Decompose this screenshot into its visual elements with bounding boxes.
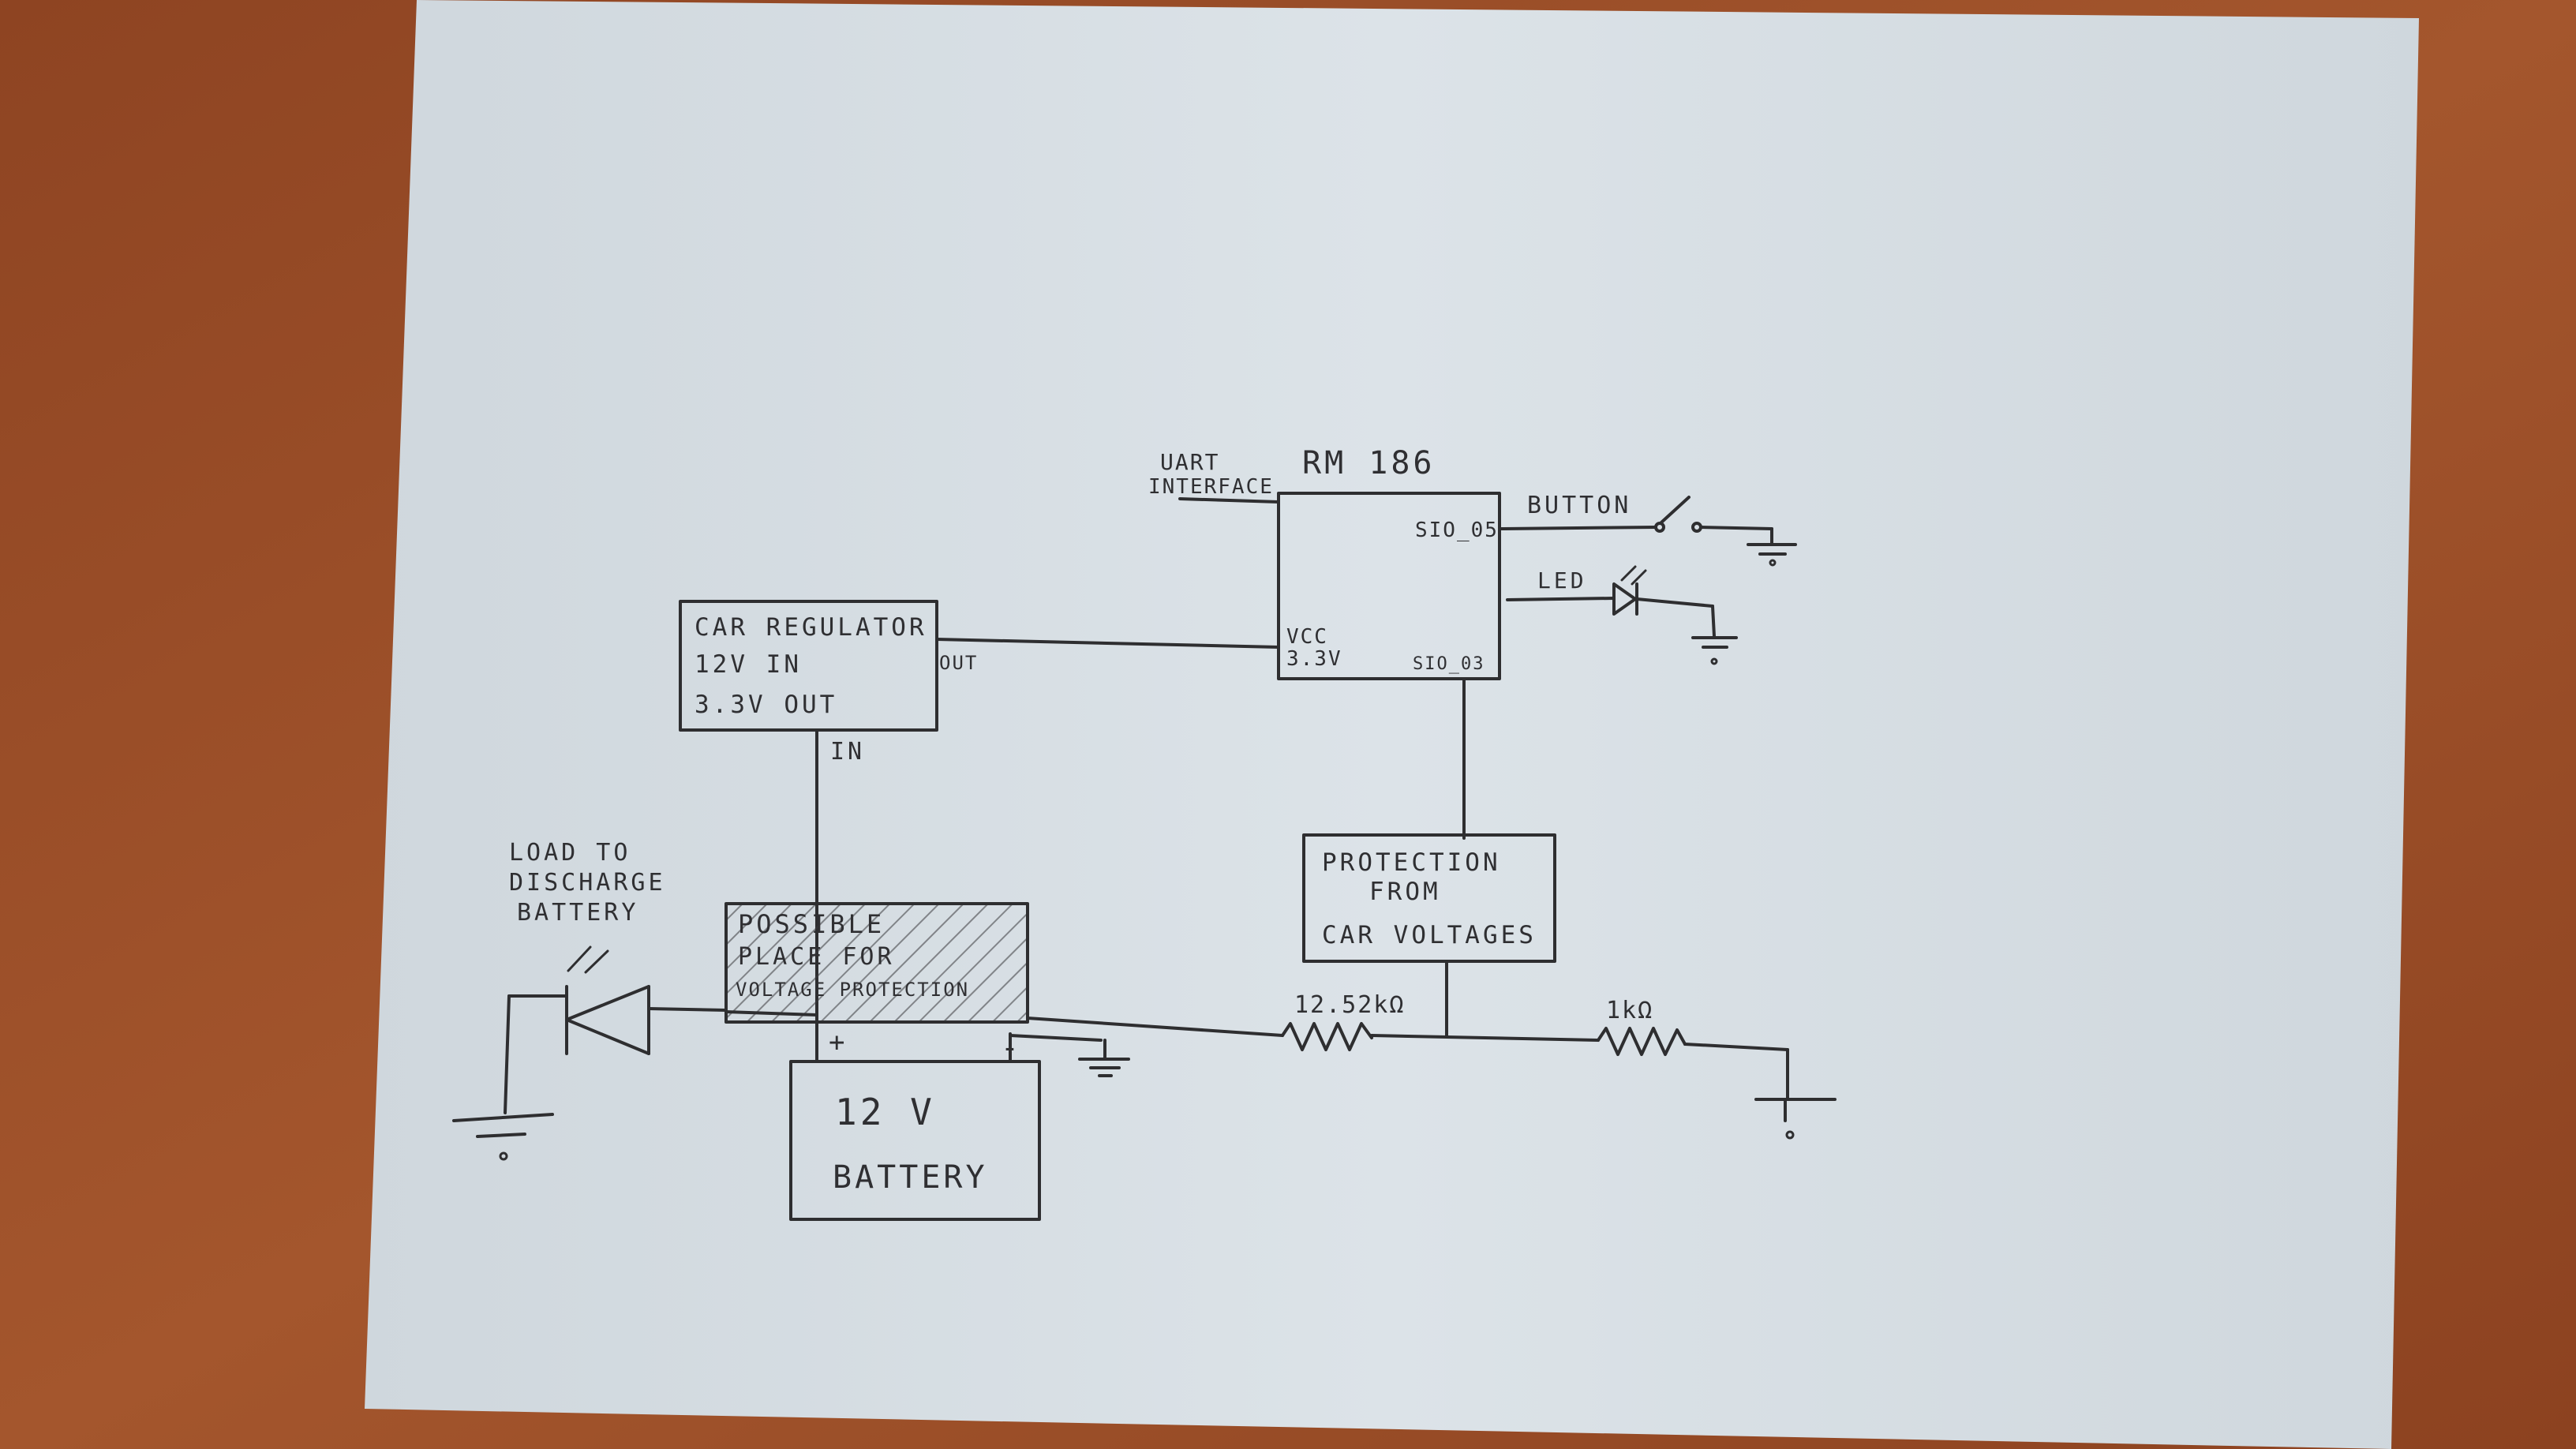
uart-label: UART	[1160, 449, 1219, 475]
pin-vcc-label: VCC	[1286, 625, 1328, 649]
ground-symbol-battery	[1009, 1034, 1130, 1077]
voltage-protection-line2: PLACE FOR	[738, 943, 895, 971]
led-indicator: LED	[1506, 565, 1716, 638]
battery-line2: BATTERY	[833, 1159, 988, 1196]
ground-symbol-led	[1691, 636, 1738, 665]
pin-sio-adc-label: SIO_03	[1413, 654, 1485, 674]
vcc-wire	[935, 638, 1280, 649]
resistor-r1	[1281, 1022, 1373, 1051]
battery-plus-label: +	[829, 1027, 848, 1058]
button-label: BUTTON	[1527, 492, 1631, 519]
led-label: LED	[1537, 567, 1587, 593]
regulator-out-label: OUT	[939, 652, 978, 674]
protection-line1: PROTECTION	[1322, 848, 1501, 877]
voltage-protection-area: POSSIBLE PLACE FOR VOLTAGE PROTECTION	[724, 902, 1029, 1024]
protection-line3: CAR VOLTAGES	[1322, 921, 1537, 949]
rm186-title: RM 186	[1302, 445, 1436, 481]
divider-wire-mid	[1370, 1034, 1600, 1042]
voltage-protection-line3: VOLTAGE PROTECTION	[736, 979, 969, 1001]
uart-line	[1178, 497, 1280, 504]
ground-symbol-button	[1747, 527, 1797, 567]
divider-wire-left	[1026, 1017, 1284, 1037]
rm186-module: RM 186 UART INTERFACE SIO_05 VCC 3.3V SI…	[1148, 445, 1501, 680]
load-label-line2: DISCHARGE	[509, 869, 666, 897]
regulator-line3: 3.3V OUT	[695, 691, 837, 719]
load-label-line1: LOAD TO	[509, 839, 631, 867]
car-regulator-block: CAR REGULATOR 12V IN 3.3V OUT OUT IN	[679, 600, 978, 766]
resistor-r2-label: 1kΩ	[1606, 997, 1653, 1024]
regulator-in-label: IN	[830, 738, 865, 766]
regulator-line2: 12V IN	[695, 650, 802, 679]
ground-symbol-load	[452, 1113, 554, 1161]
pin-sio-button-label: SIO_05	[1415, 519, 1499, 542]
load-supply-wire	[724, 1010, 818, 1017]
resistor-r2	[1597, 1027, 1687, 1056]
uart-interface-label: INTERFACE	[1148, 475, 1274, 499]
regulator-line1: CAR REGULATOR	[695, 613, 927, 642]
pin-vcc-3v3-label: 3.3V	[1286, 647, 1342, 671]
battery-line1: 12 V	[835, 1091, 935, 1133]
voltage-protection-line1: POSSIBLE	[738, 909, 885, 939]
divider-wire-right	[1683, 1043, 1789, 1051]
ground-symbol-divider	[1754, 1098, 1837, 1140]
paper-sheet	[365, 0, 2419, 1449]
protection-line2: FROM	[1369, 878, 1441, 906]
load-label-line3: BATTERY	[517, 899, 638, 927]
button-switch: BUTTON	[1498, 492, 1773, 533]
resistor-r1-label: 12.52kΩ	[1294, 991, 1405, 1019]
battery-block: 12 V BATTERY + -	[789, 1027, 1041, 1221]
discharge-load: LOAD TO DISCHARGE BATTERY	[504, 839, 728, 1114]
protection-block: PROTECTION FROM CAR VOLTAGES	[1302, 833, 1556, 963]
